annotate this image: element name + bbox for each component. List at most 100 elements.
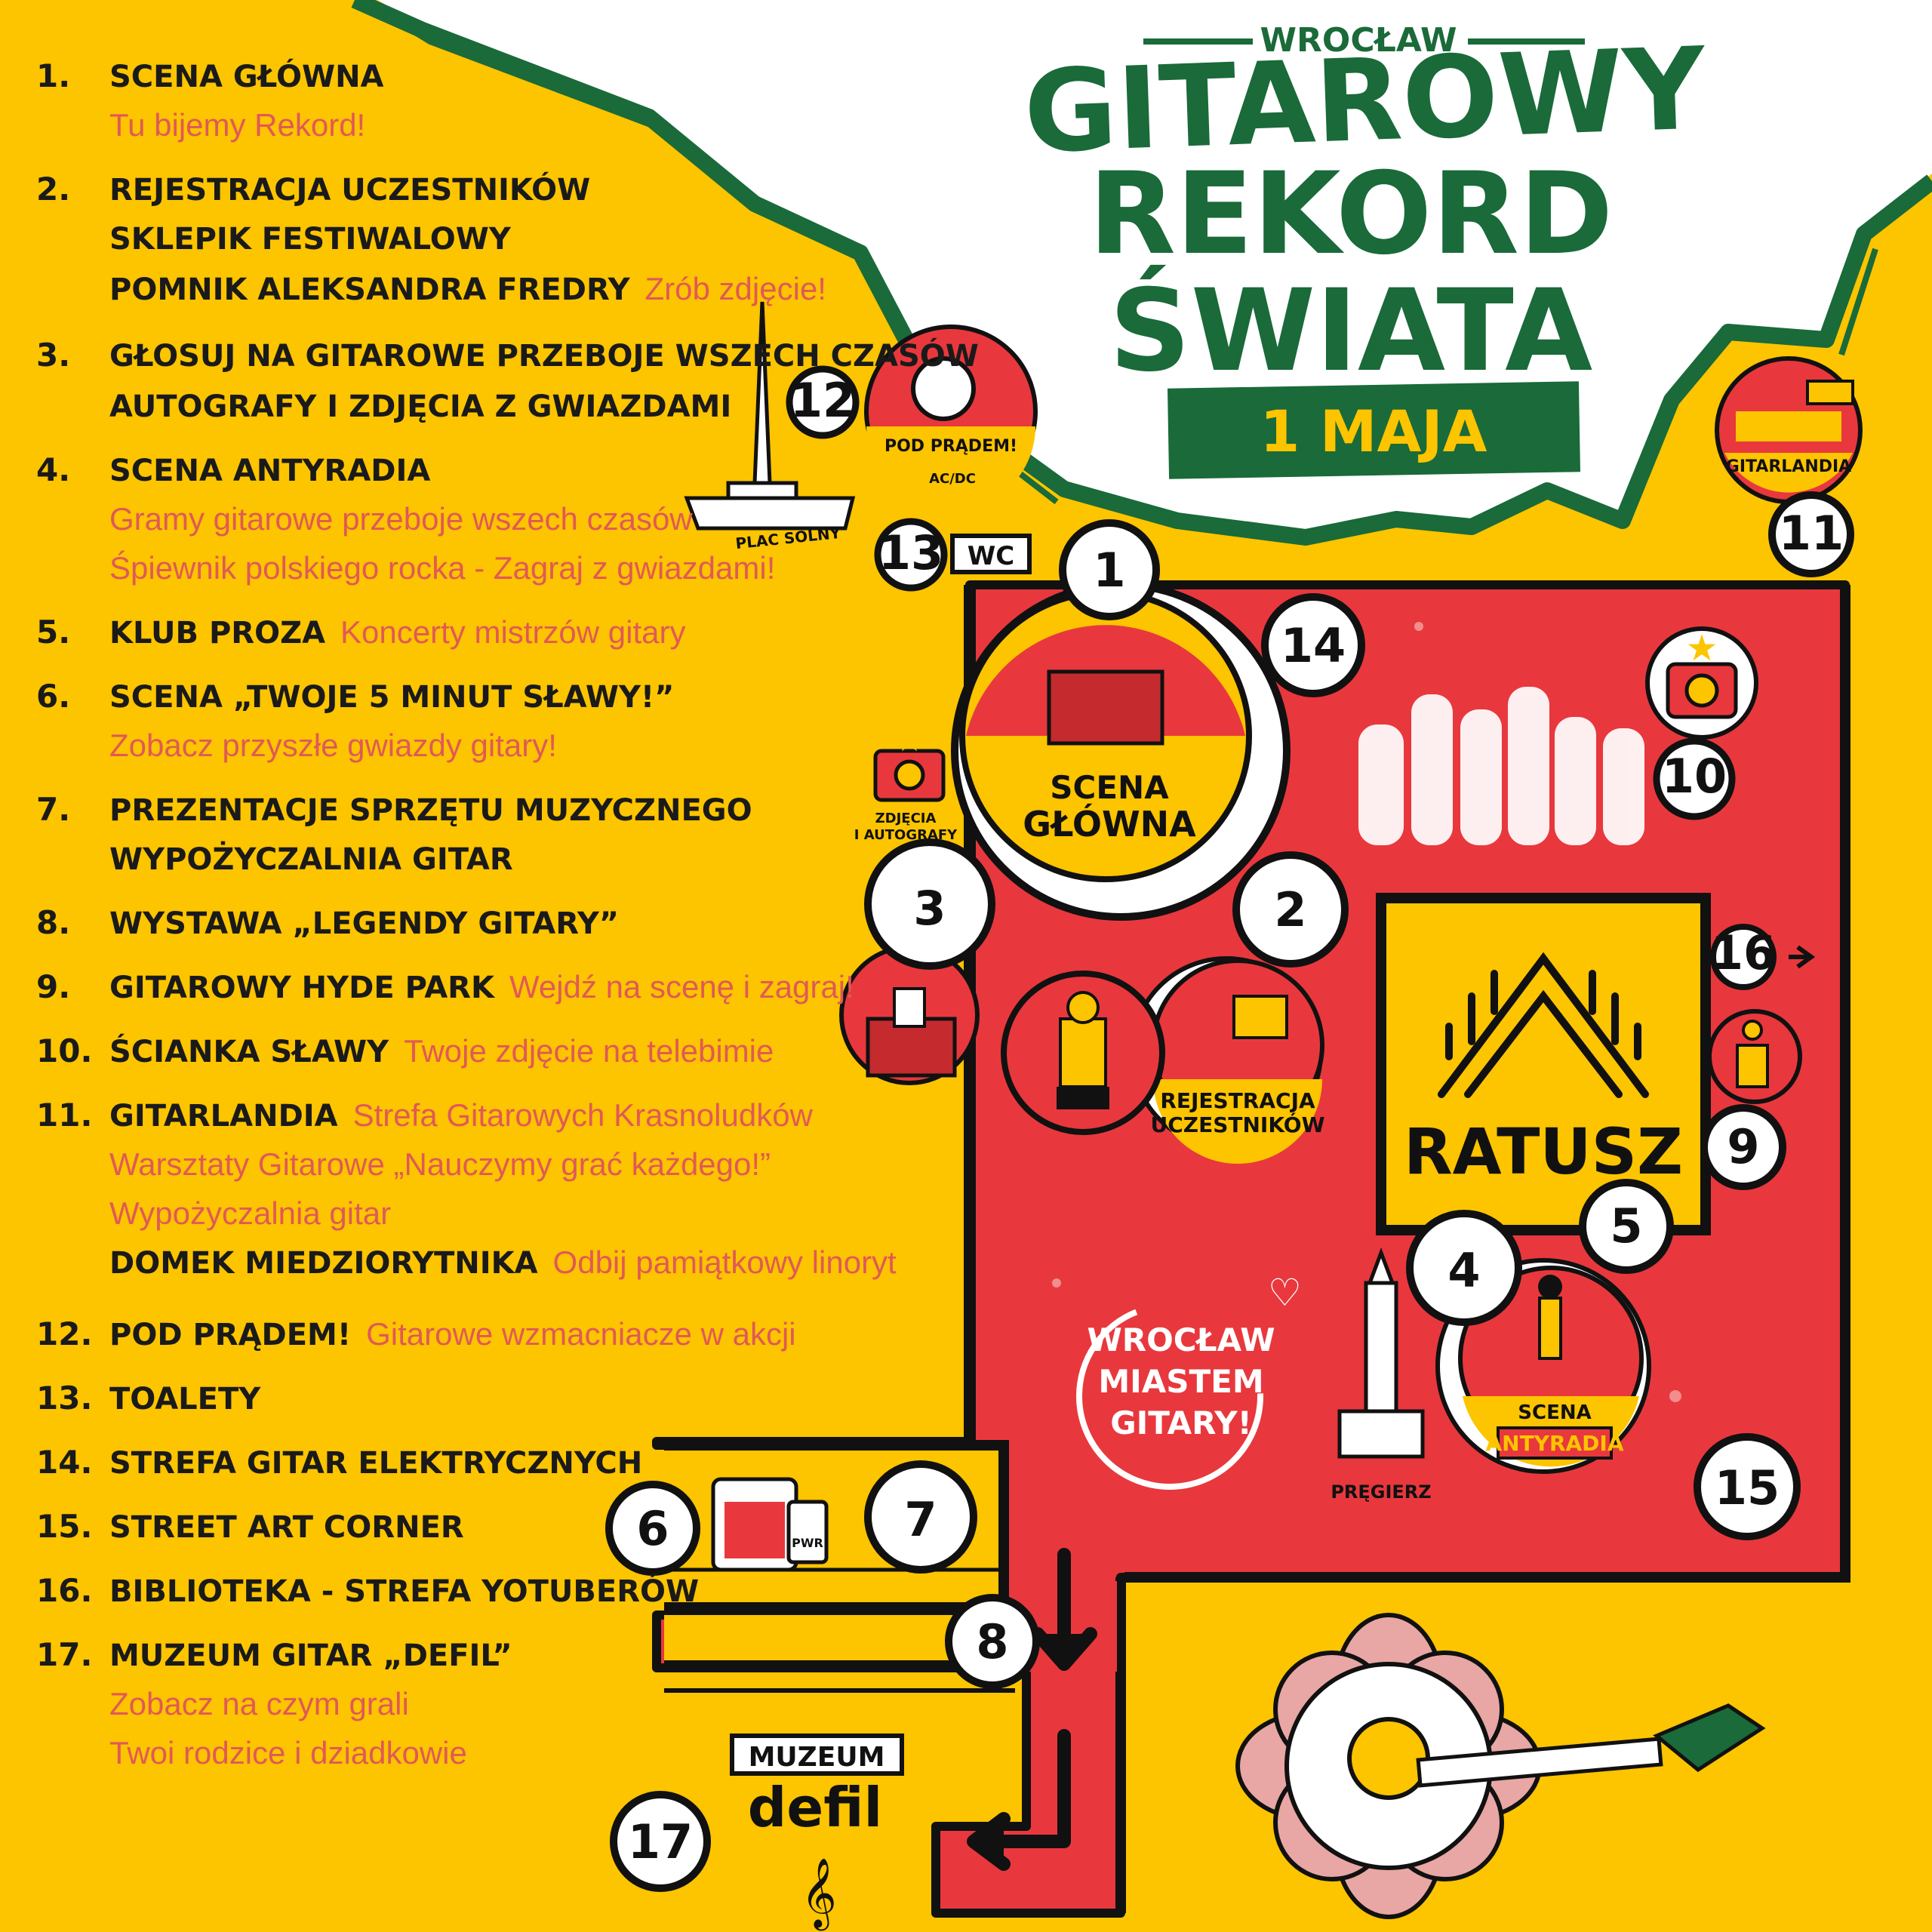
legend-subtitle: Wypożyczalnia gitar xyxy=(109,1195,391,1231)
marker-17[interactable]: 17 xyxy=(610,1791,711,1892)
legend-number: 4. xyxy=(36,451,70,488)
marker-14[interactable]: 14 xyxy=(1261,593,1365,697)
marker-9[interactable]: 9 xyxy=(1700,1104,1786,1190)
pillory-label: PRĘGIERZ xyxy=(1331,1481,1431,1503)
svg-text:10: 10 xyxy=(1662,749,1727,804)
legend-heading: GITAROWY HYDE PARK xyxy=(109,971,496,1005)
logo-date: 1 MAJA xyxy=(1260,398,1487,465)
legend-heading: GITARLANDIA xyxy=(109,1099,338,1134)
graffiti-line-1: WROCŁAW xyxy=(1087,1321,1275,1358)
logo-line-3: ŚWIATA xyxy=(1109,264,1593,397)
gitarlandia-badge: GITARLANDIA xyxy=(1715,356,1863,504)
gitarlandia-label: GITARLANDIA xyxy=(1726,457,1851,476)
marker-11[interactable]: 11 xyxy=(1768,491,1854,577)
legend-heading: KLUB PROZA xyxy=(109,616,325,651)
legend-heading: STREFA GITAR ELEKTRYCZNYCH xyxy=(109,1446,642,1481)
legend-heading: DOMEK MIEDZIORYTNIKA xyxy=(109,1246,538,1281)
legend-subtitle: Gramy gitarowe przeboje wszech czasów xyxy=(109,501,693,537)
camera-star-icon: ★ xyxy=(895,722,924,758)
graffiti-line-3: GITARY! xyxy=(1110,1404,1252,1441)
legend-number: 17. xyxy=(36,1636,92,1673)
logo-date-banner xyxy=(1167,381,1581,479)
marker-15[interactable]: 15 xyxy=(1694,1433,1801,1540)
fame-wall-badge: ★ xyxy=(1645,626,1758,740)
antyradio-label-2: ANTYRADIA xyxy=(1485,1431,1623,1456)
antyradio-label-1: SCENA xyxy=(1518,1401,1591,1424)
town-hall-label: RATUSZ xyxy=(1404,1115,1683,1189)
markers: 1 2 3 4 5 6 7 8 9 10 11 12 13 14 15 16 1… xyxy=(605,365,1854,1892)
path-arrows xyxy=(967,1548,1097,1871)
legend-number: 1. xyxy=(36,57,70,94)
marker-2[interactable]: 2 xyxy=(1232,851,1349,968)
photos-label-1: ZDJĘCIA xyxy=(875,811,937,826)
legend-heading: ŚCIANKA SŁAWY xyxy=(109,1033,389,1069)
legend-heading: STREET ART CORNER xyxy=(109,1510,464,1545)
legend-heading: REJESTRACJA UCZESTNIKÓW xyxy=(109,171,590,208)
event-logo: WROCŁAW GITAROWY REKORD ŚWIATA 1 MAJA xyxy=(1022,21,1709,479)
marker-7[interactable]: 7 xyxy=(864,1460,977,1574)
city-of-guitar-graffiti: WROCŁAW MIASTEM GITARY! ♡ xyxy=(1076,1272,1302,1490)
toilets-sign: WC xyxy=(950,534,1032,574)
svg-text:4: 4 xyxy=(1447,1243,1480,1298)
svg-text:17: 17 xyxy=(628,1814,693,1869)
legend-number: 9. xyxy=(36,968,70,1005)
registration-label-2: UCZESTNIKÓW xyxy=(1151,1112,1325,1137)
voting-box-badge xyxy=(839,945,980,1085)
legend-number: 2. xyxy=(36,171,70,208)
photos-autographs-sign: ★ ZDJĘCIA I AUTOGRAFY xyxy=(854,722,958,843)
street-art-guitars xyxy=(1358,687,1644,845)
svg-text:1: 1 xyxy=(1093,543,1125,598)
star-icon: ★ xyxy=(1685,629,1718,669)
legend-subtitle: Śpiewnik polskiego rocka - Zagraj z gwia… xyxy=(109,549,775,586)
marker-10[interactable]: 10 xyxy=(1653,737,1736,820)
legend-heading: MUZEUM GITAR „DEFIL” xyxy=(109,1638,512,1673)
marker-3[interactable]: 3 xyxy=(864,838,995,970)
marker-13[interactable]: 13 xyxy=(874,518,948,592)
marker-12[interactable]: 12 xyxy=(786,365,860,439)
svg-text:14: 14 xyxy=(1281,618,1346,673)
marker-16[interactable]: 16 xyxy=(1710,924,1777,990)
legend-number: 15. xyxy=(36,1508,92,1545)
legend-subtitle: Warsztaty Gitarowe „Nauczymy grać każdeg… xyxy=(109,1146,771,1182)
registration-label-1: REJESTRACJA xyxy=(1160,1088,1315,1113)
legend-number: 16. xyxy=(36,1572,92,1609)
defil-museum-sign: MUZEUM defil 𝄞 xyxy=(730,1734,904,1930)
marker-1[interactable]: 1 xyxy=(1059,519,1160,620)
logo-line-2: REKORD xyxy=(1089,149,1614,280)
acdc-label: AC/DC xyxy=(929,471,976,487)
legend-number: 3. xyxy=(36,337,70,374)
legend-subtitle: Wejdź na scenę i zagraj! xyxy=(509,969,854,1004)
legend-number: 10. xyxy=(36,1032,92,1069)
logo-line-1: GITAROWY xyxy=(1022,23,1709,178)
marker-4[interactable]: 4 xyxy=(1406,1210,1522,1326)
main-stage-label-2: GŁÓWNA xyxy=(1023,804,1196,844)
pod-pradem-badge: POD PRĄDEM! AC/DC xyxy=(864,325,1038,511)
legend-subtitle: Twoi rodzice i dziadkowie xyxy=(109,1735,467,1770)
marker-5[interactable]: 5 xyxy=(1579,1179,1674,1274)
svg-text:5: 5 xyxy=(1610,1198,1642,1254)
library-arrow xyxy=(1789,945,1816,969)
legend-heading: BIBLIOTEKA - STREFA YOTUBERÓW xyxy=(109,1573,699,1609)
legend-number: 6. xyxy=(36,678,70,715)
arrow-left xyxy=(974,1729,1071,1848)
marker-8[interactable]: 8 xyxy=(945,1594,1040,1689)
pedal-label: PWR xyxy=(792,1536,823,1550)
legend-heading: SCENA ANTYRADIA xyxy=(109,454,430,488)
legend-number: 14. xyxy=(36,1444,92,1481)
legend-number: 8. xyxy=(36,904,70,941)
legend-heading: PREZENTACJE SPRZĘTU MUZYCZNEGO xyxy=(109,793,752,828)
music-lyre-icon: 𝄞 xyxy=(801,1859,836,1930)
legend-number: 12. xyxy=(36,1315,92,1352)
legend-heading: TOALETY xyxy=(109,1382,261,1417)
marker-6[interactable]: 6 xyxy=(605,1481,700,1576)
legend-subtitle: Zrób zdjęcie! xyxy=(645,271,826,306)
graffiti-line-2: MIASTEM xyxy=(1098,1363,1263,1400)
heart-icon: ♡ xyxy=(1268,1272,1302,1314)
svg-text:11: 11 xyxy=(1779,506,1844,561)
legend-heading: WYPOŻYCZALNIA GITAR xyxy=(109,841,513,877)
legend-heading: SCENA GŁÓWNA xyxy=(109,58,384,94)
legend-heading: WYSTAWA „LEGENDY GITARY” xyxy=(109,906,619,941)
legend-heading: AUTOGRAFY I ZDJĘCIA Z GWIAZDAMI xyxy=(109,389,731,424)
legend-subtitle: Tu bijemy Rekord! xyxy=(109,107,365,143)
